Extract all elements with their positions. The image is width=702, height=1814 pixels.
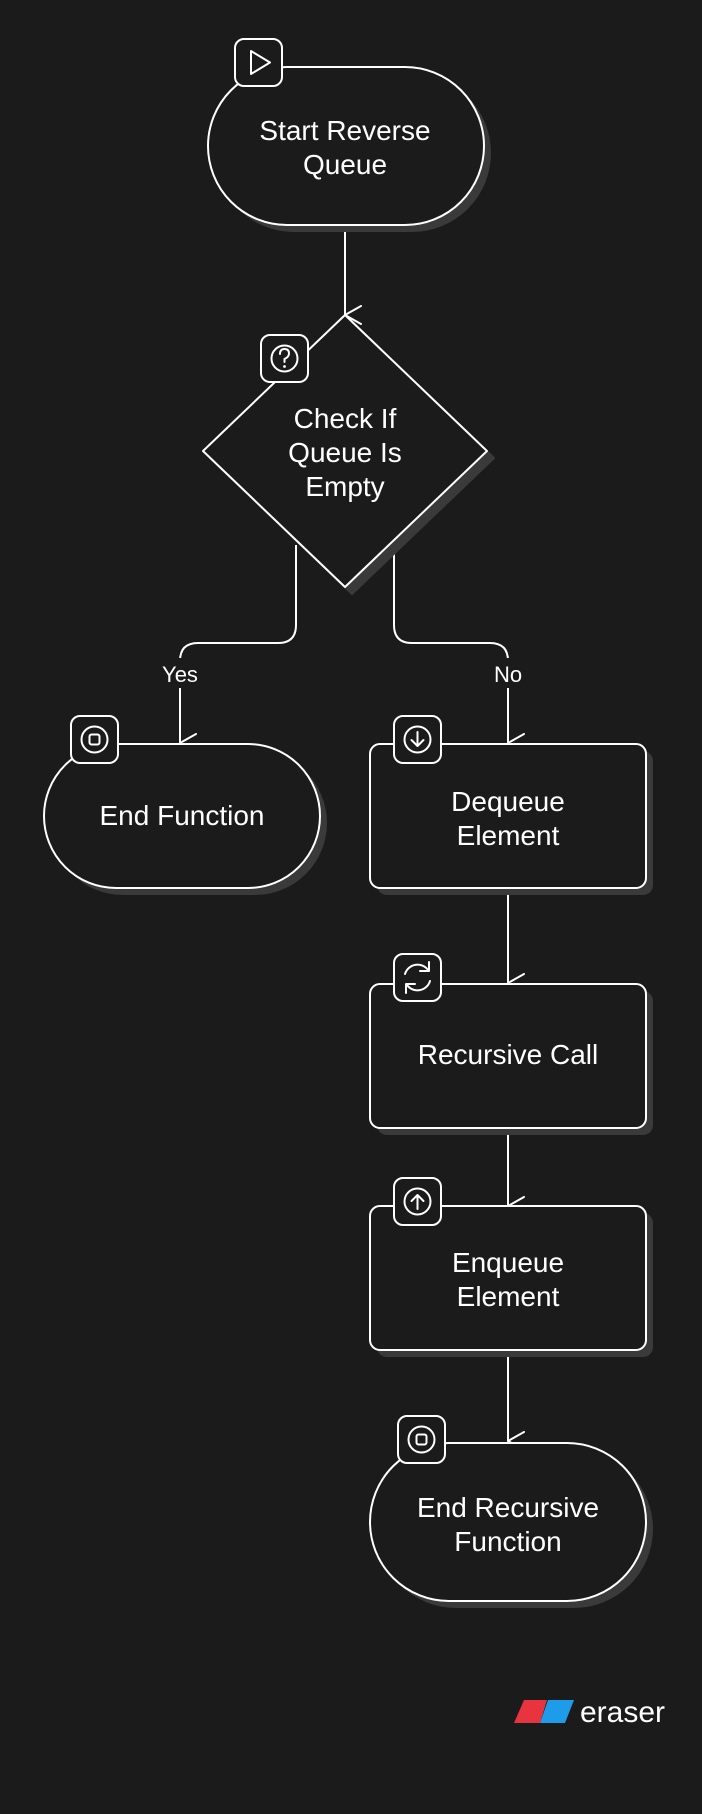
node-dequeue-label-line2: Element xyxy=(457,820,560,851)
node-end-function[interactable]: End Function xyxy=(43,743,327,895)
node-recursive-label: Recursive Call xyxy=(418,1039,599,1070)
edge-check-to-end-yes xyxy=(179,545,297,753)
node-check-label-line2: Queue Is xyxy=(288,437,402,468)
question-icon xyxy=(260,334,309,383)
refresh-icon xyxy=(393,953,442,1002)
node-enqueue-label-line2: Element xyxy=(457,1281,560,1312)
node-end-function-label: End Function xyxy=(100,800,265,831)
eraser-logo[interactable]: eraser xyxy=(514,1696,665,1729)
node-start-label-line2: Queue xyxy=(303,149,387,180)
eraser-logo-icon xyxy=(514,1700,574,1723)
edge-check-to-dequeue-no xyxy=(393,545,525,753)
node-end-recursive[interactable]: End Recursive Function xyxy=(369,1442,653,1608)
play-icon xyxy=(234,38,283,87)
node-recursive[interactable]: Recursive Call xyxy=(369,983,653,1135)
arrow-down-icon xyxy=(393,715,442,764)
node-enqueue[interactable]: Enqueue Element xyxy=(369,1205,653,1357)
node-dequeue-label-line1: Dequeue xyxy=(451,786,565,817)
edge-label-yes: Yes xyxy=(162,662,198,687)
node-check[interactable]: Check If Queue Is Empty xyxy=(202,314,495,595)
eraser-logo-text: eraser xyxy=(580,1696,665,1729)
node-enqueue-label-line1: Enqueue xyxy=(452,1247,564,1278)
node-end-recursive-label-line2: Function xyxy=(454,1526,561,1557)
node-check-label-line3: Empty xyxy=(305,471,384,502)
node-end-recursive-label-line1: End Recursive xyxy=(417,1492,599,1523)
node-start[interactable]: Start Reverse Queue xyxy=(207,66,491,232)
stop-icon xyxy=(70,715,119,764)
edge-label-no: No xyxy=(494,662,522,687)
node-check-label-line1: Check If xyxy=(294,403,397,434)
arrow-up-icon xyxy=(393,1177,442,1226)
node-dequeue[interactable]: Dequeue Element xyxy=(369,743,653,895)
stop-icon xyxy=(397,1415,446,1464)
node-start-label-line1: Start Reverse xyxy=(259,115,430,146)
